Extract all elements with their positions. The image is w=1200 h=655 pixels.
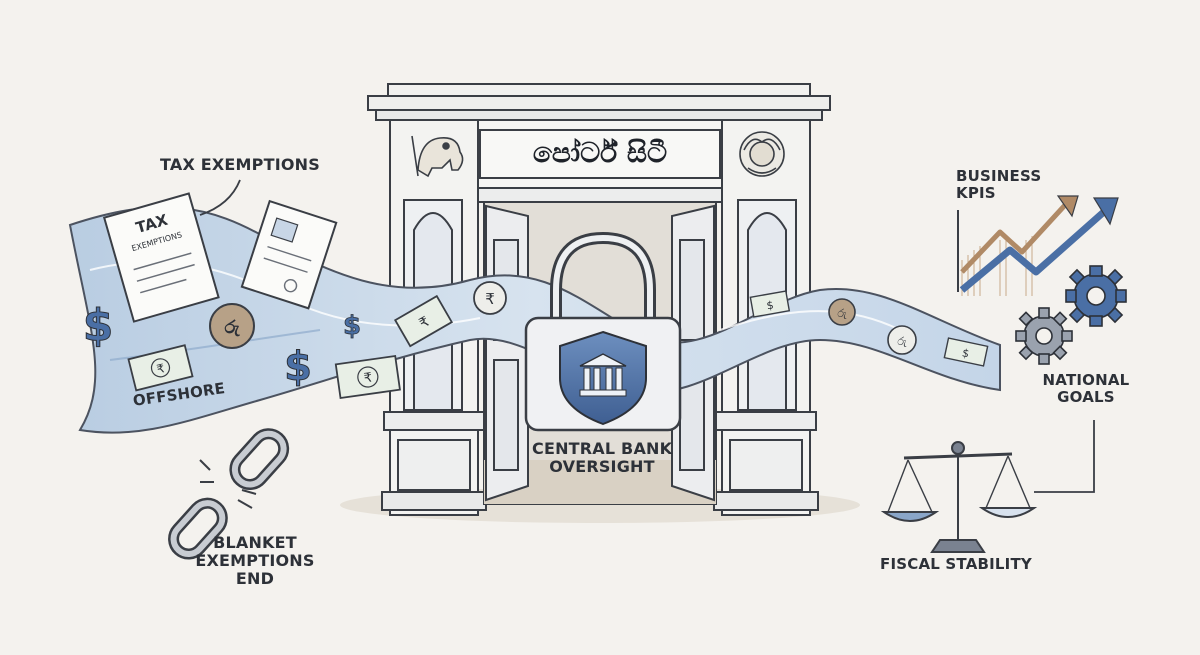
coin-sl-rupee-large: රු: [209, 303, 255, 349]
blanket-exemptions-end-label: BLANKET EXEMPTIONS END: [180, 534, 330, 588]
port-city-sign-plate: [479, 129, 721, 179]
dollar-symbol: $: [961, 346, 971, 360]
lion-emblem-icon: [411, 135, 464, 178]
tax-exemptions-document: TAX EXEMPTIONS: [102, 192, 220, 323]
tax-exemptions-leader: [199, 179, 241, 216]
dollar-banknote-icon: $: [943, 337, 989, 367]
dollar-sign-icon: $: [83, 300, 114, 351]
national-emblem-icon: [739, 131, 785, 177]
national-label-line1: NATIONAL: [1042, 371, 1130, 389]
tax-exemptions-label: TAX EXEMPTIONS: [160, 155, 320, 174]
form-document-icon: [240, 199, 338, 310]
rupee-symbol: ₹: [363, 370, 373, 386]
dollar-banknote-icon: $: [749, 290, 791, 318]
rupee-banknote-icon: ₹: [334, 354, 401, 400]
national-goals-connector: [1034, 420, 1095, 493]
gear-icon: [1065, 265, 1127, 327]
business-kpis-label: BUSINESS KPIS: [956, 168, 1041, 202]
gear-icon: [1015, 307, 1073, 365]
balance-scale-icon: [880, 441, 1038, 553]
business-label-line1: BUSINESS: [956, 167, 1042, 185]
national-label-line2: GOALS: [1057, 387, 1115, 406]
central-bank-label-line2: OVERSIGHT: [549, 456, 655, 476]
rupee-banknote-icon: ₹: [393, 294, 454, 348]
central-bank-label-line1: CENTRAL BANK: [532, 439, 673, 458]
coin-sl-rupee-label: රු: [224, 317, 240, 338]
coin-sl-rupee-small: රු: [828, 298, 856, 326]
dollar-symbol: $: [766, 298, 775, 312]
rupee-coin-icon: ₹: [473, 281, 507, 315]
blanket-label-line2: EXEMPTIONS: [195, 550, 315, 570]
broken-chain-icon: [168, 428, 290, 560]
national-goals-label: NATIONAL GOALS: [1036, 372, 1136, 406]
coin-sl-rupee-label: රු: [837, 307, 847, 320]
blanket-label-line1: BLANKET: [213, 533, 297, 552]
coin-sl-rupee-small: රු: [887, 325, 917, 355]
rupee-banknote-icon: ₹: [127, 344, 194, 392]
blanket-label-line3: END: [235, 568, 275, 588]
kpi-growth-chart-icon: [957, 195, 1119, 296]
coin-sl-rupee-label: රු: [897, 335, 907, 348]
dollar-sign-icon: $: [284, 344, 312, 390]
central-bank-oversight-label: CENTRAL BANK OVERSIGHT: [532, 440, 672, 476]
dollar-sign-icon: $: [343, 311, 361, 341]
fiscal-stability-label: FISCAL STABILITY: [880, 555, 1032, 573]
business-label-line2: KPIS: [956, 183, 996, 202]
rupee-symbol: ₹: [485, 290, 495, 308]
port-city-sign-text: පෝර්ට් සිටී: [532, 136, 668, 169]
rupee-symbol: ₹: [155, 361, 166, 377]
central-bank-shield-icon: [559, 330, 647, 426]
